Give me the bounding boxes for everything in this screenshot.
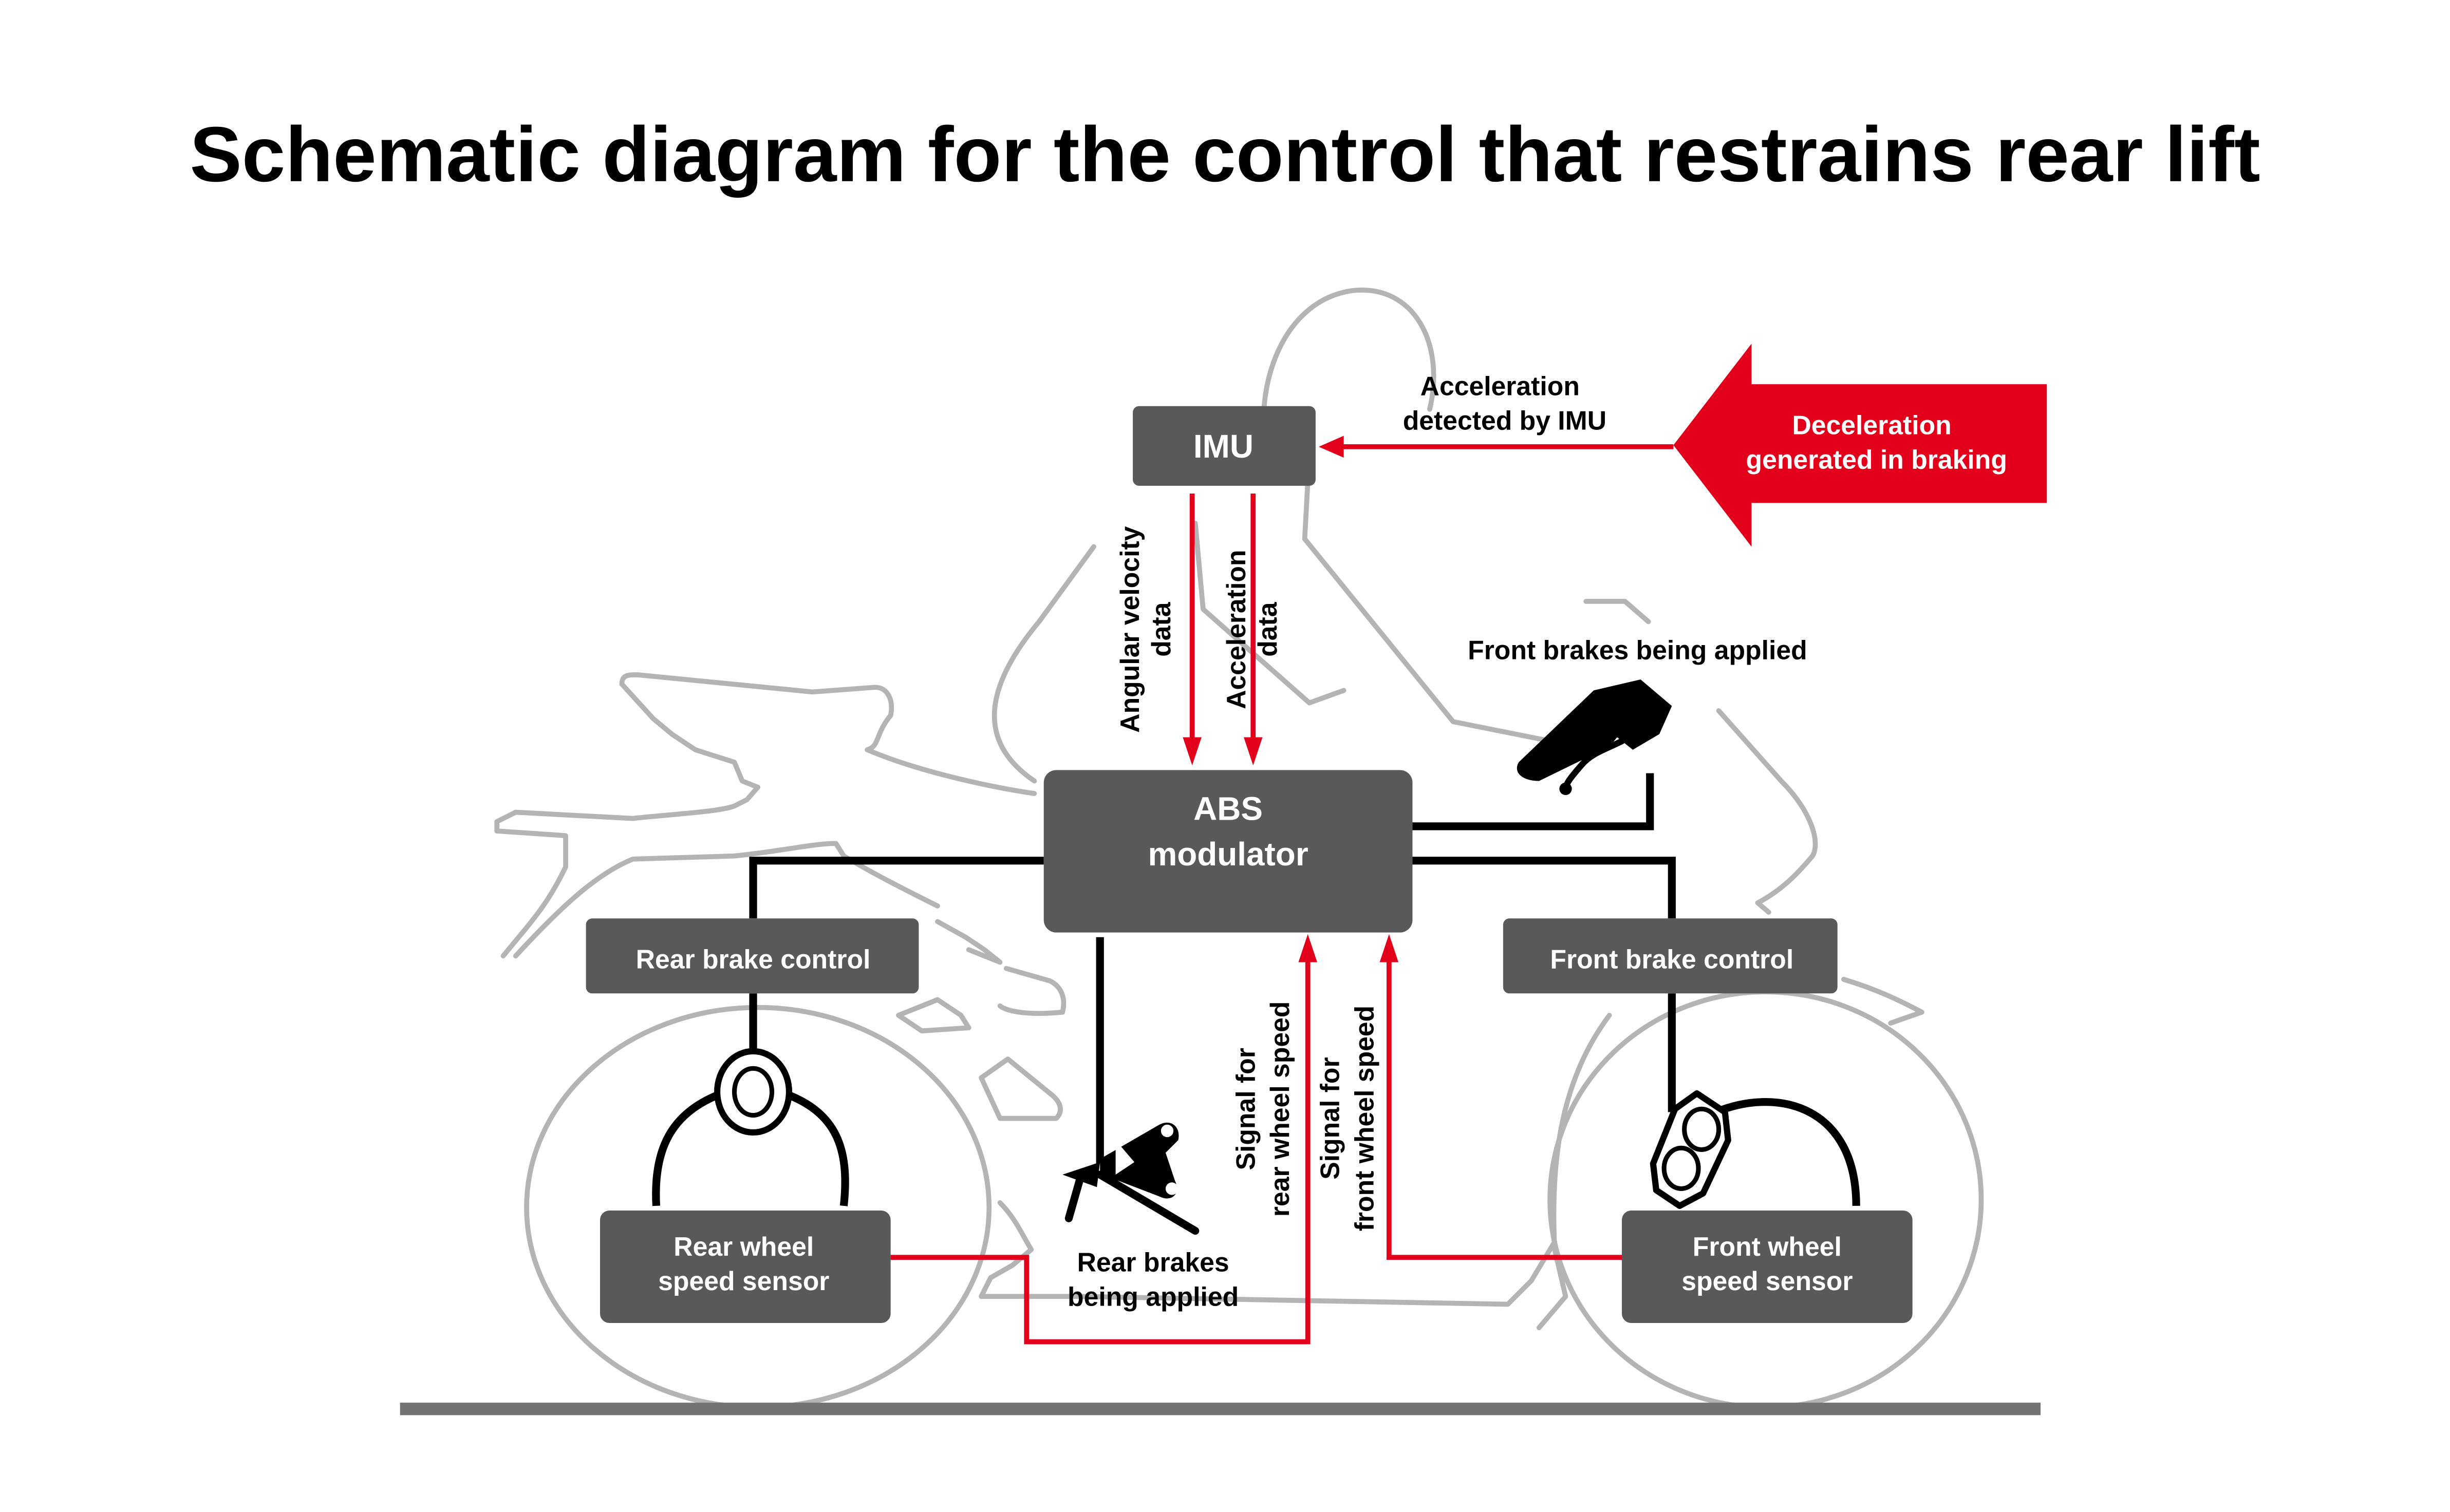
- belly-pan-outline: [1075, 1239, 1558, 1307]
- front-sensor-label-line1: Front wheel: [1693, 1232, 1842, 1261]
- front-brake-caliper-icon: [1650, 1090, 1860, 1209]
- angular-velocity-arrowhead: [1183, 737, 1202, 766]
- abs-to-front-control-line: [1412, 857, 1676, 919]
- front-signal-label-line1: Signal for: [1315, 1057, 1345, 1179]
- angular-velocity-label: Angular velocity data: [1115, 526, 1176, 732]
- rear-signal-label-line2: rear wheel speed: [1265, 1001, 1295, 1217]
- abs-to-rear-control-line: [749, 857, 1044, 919]
- windscreen-outline: [1583, 599, 1651, 625]
- side-panel-outline: [935, 919, 1003, 965]
- rear-brakes-label-line1: Rear brakes: [1077, 1248, 1229, 1277]
- acceleration-data-arrowhead: [1243, 737, 1263, 766]
- rear-wheel-speed-arrowhead: [1298, 934, 1317, 962]
- ground-line: [400, 1403, 2041, 1415]
- angular-label-line2: data: [1146, 601, 1176, 657]
- deceleration-arrow: [1673, 344, 2047, 547]
- brake-lines: [749, 773, 1676, 1164]
- front-brakes-applied-label: Front brakes being applied: [1468, 635, 1807, 665]
- accel-data-label-line1: Acceleration: [1221, 550, 1251, 709]
- accel-data-label-line2: data: [1252, 601, 1282, 657]
- front-sensor-label-line2: speed sensor: [1681, 1266, 1853, 1296]
- rear-sensor-label-line1: Rear wheel: [674, 1232, 814, 1261]
- imu-label: IMU: [1193, 428, 1254, 465]
- deceleration-label-line2: generated in braking: [1746, 444, 2007, 474]
- engine-cover-outline: [979, 1056, 1063, 1121]
- radiator-outline: [997, 966, 1067, 1016]
- footpeg-bracket-outline: [979, 1200, 1081, 1299]
- rear-signal-label-line1: Signal for: [1230, 1048, 1260, 1170]
- front-signal-label-line2: front wheel speed: [1349, 1006, 1379, 1231]
- angular-label-line1: Angular velocity: [1115, 526, 1145, 732]
- rear-wheel-speed-signal-line: [890, 959, 1311, 1345]
- foot-brake-pedal-icon: [1062, 1122, 1200, 1235]
- tail-outline: [494, 682, 761, 959]
- front-wheel-speed-signal-label: Signal for front wheel speed: [1315, 1006, 1379, 1231]
- rear-brake-control-box: Rear brake control: [586, 918, 919, 994]
- imu-box: IMU: [1133, 406, 1316, 486]
- front-brake-control-label: Front brake control: [1550, 944, 1793, 974]
- rider-back-outline: [992, 544, 1096, 784]
- rear-wheel-speed-sensor-box: Rear wheel speed sensor: [600, 1211, 891, 1323]
- front-brake-control-box: Front brake control: [1503, 918, 1838, 994]
- accel-imu-label-line2: detected by IMU: [1403, 405, 1606, 435]
- front-fork-outline: [1536, 1012, 1612, 1330]
- deceleration-label-line1: Deceleration: [1792, 410, 1951, 440]
- rider-arm-outline: [1302, 450, 1581, 749]
- rear-sensor-label-line2: speed sensor: [658, 1266, 829, 1296]
- tail-underside-outline: [513, 841, 940, 959]
- front-fairing-outline: [1716, 708, 1818, 915]
- front-fender-outline: [1841, 977, 1924, 1026]
- front-wheel-speed-sensor-box: Front wheel speed sensor: [1621, 1211, 1913, 1323]
- front-wheel-outline: [1547, 989, 1984, 1410]
- abs-label-line2: modulator: [1148, 836, 1308, 873]
- rider-helmet-outline: [1261, 287, 1436, 471]
- diagram-title: Schematic diagram for the control that r…: [190, 111, 2260, 198]
- rider-torso-outline: [1192, 520, 1346, 706]
- acceleration-data-label: Acceleration data: [1221, 550, 1282, 709]
- hand-brake-lever-icon: [1517, 679, 1672, 796]
- abs-to-front-lever-line: [1412, 773, 1654, 830]
- rear-brake-caliper-icon: [652, 1048, 849, 1206]
- signal-lines: [890, 344, 2047, 1345]
- accel-imu-label-line1: Acceleration: [1420, 371, 1580, 401]
- rear-brake-control-label: Rear brake control: [636, 944, 871, 974]
- front-wheel-speed-arrowhead: [1379, 934, 1399, 962]
- seat-outline: [619, 672, 1037, 796]
- abs-modulator-box: ABS modulator: [1043, 770, 1413, 933]
- front-wheel-speed-signal-line: [1386, 959, 1622, 1260]
- rear-wheel-speed-signal-label: Signal for rear wheel speed: [1230, 1001, 1295, 1217]
- exhaust-outline: [895, 997, 971, 1034]
- accel-to-imu-arrowhead: [1318, 436, 1344, 458]
- rear-brakes-label-line2: being applied: [1068, 1282, 1239, 1312]
- abs-label-line1: ABS: [1193, 790, 1263, 827]
